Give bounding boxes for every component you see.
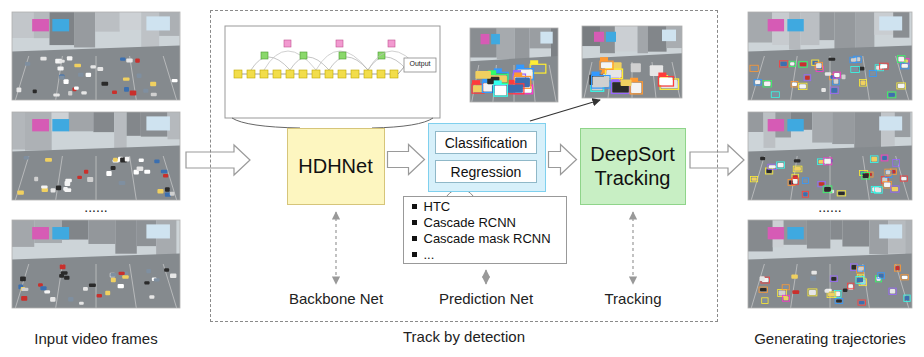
- model-name: Cascade RCNN: [424, 215, 516, 231]
- flow-arrow: [690, 145, 744, 175]
- section-label: Generating trajectories: [754, 330, 906, 347]
- model-list-box: HTCCascade RCNNCascade mask RCNN...: [403, 196, 567, 264]
- part-label: Tracking: [605, 290, 662, 307]
- model-name: Cascade mask RCNN: [424, 231, 551, 247]
- tracking-box: DeepSort Tracking: [580, 128, 686, 205]
- ellipsis-mark: ......: [84, 199, 107, 215]
- flow-arrow: [186, 145, 250, 175]
- box-label: HDHNet: [298, 155, 372, 178]
- dashed-link: [335, 212, 336, 284]
- flow-arrow: [388, 145, 425, 175]
- prediction-box: ClassificationRegression: [428, 123, 546, 192]
- process-box: Classification: [435, 131, 537, 154]
- bullet-symbol: [412, 236, 417, 241]
- section-label: Input video frames: [34, 330, 157, 347]
- bullet-symbol: [412, 252, 417, 257]
- group-region: Track by detectionHDHNetClassificationRe…: [210, 10, 718, 322]
- video-frame: [748, 12, 912, 100]
- dashed-link: [485, 270, 486, 284]
- model-name: ...: [424, 247, 435, 263]
- network-illustration: [225, 26, 440, 118]
- box-label: Classification: [445, 135, 527, 151]
- dashed-link: [632, 212, 633, 284]
- zoom-line: [372, 118, 433, 128]
- zoom-line: [232, 118, 300, 128]
- pointer-arrow: [530, 100, 600, 121]
- backbone-box: HDHNet: [287, 128, 385, 205]
- box-label: DeepSort Tracking: [581, 142, 685, 190]
- output-tag: Output: [409, 60, 430, 67]
- video-frame: [12, 112, 180, 200]
- video-frame: [470, 28, 558, 102]
- ellipsis-mark: ......: [818, 199, 841, 215]
- video-frame: [582, 26, 682, 98]
- model-name: HTC: [424, 199, 451, 215]
- video-frame: [748, 112, 912, 200]
- flow-arrow: [549, 145, 577, 175]
- bullet-symbol: [412, 220, 417, 225]
- part-label: Prediction Net: [439, 290, 533, 307]
- part-label: Backbone Net: [289, 290, 383, 307]
- video-frame: [748, 220, 912, 308]
- process-box: Regression: [435, 160, 537, 183]
- video-frame: [12, 220, 180, 308]
- video-frame: [12, 12, 180, 100]
- bullet-symbol: [412, 204, 417, 209]
- group-heading: Track by detection: [211, 328, 717, 345]
- box-label: Regression: [451, 164, 522, 180]
